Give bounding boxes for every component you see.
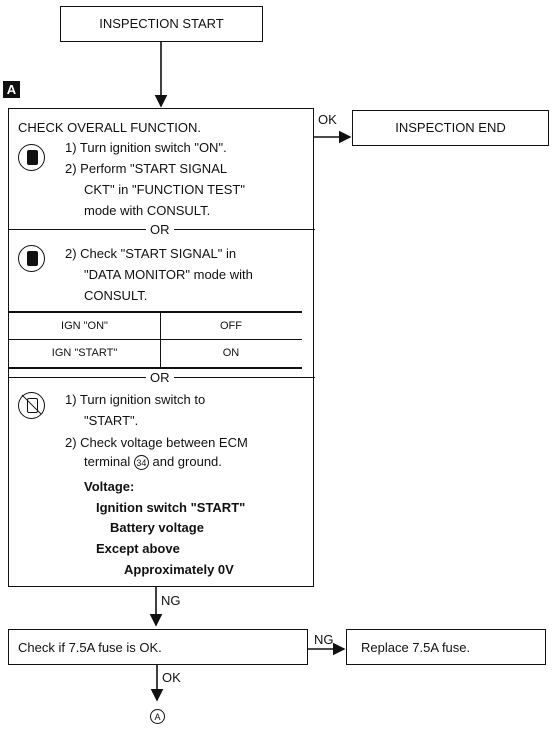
- or-label-2: OR: [146, 371, 174, 384]
- terminal-pre: terminal: [84, 454, 131, 469]
- next-ref-marker: A: [150, 709, 165, 724]
- or-label-1: OR: [146, 223, 174, 236]
- table-top-line: [9, 311, 302, 313]
- main-title: CHECK OVERALL FUNCTION.: [18, 120, 201, 135]
- terminal-post: and ground.: [152, 454, 222, 469]
- sec3-line-1: 1) Turn ignition switch to: [65, 392, 206, 407]
- sec2-line-2: "DATA MONITOR" mode with: [84, 267, 253, 282]
- fuse-check-box: Check if 7.5A fuse is OK.: [8, 629, 308, 665]
- inspection-start-box: INSPECTION START: [60, 6, 263, 42]
- cond-2: Except above: [96, 541, 180, 556]
- fuse-replace-label: Replace 7.5A fuse.: [361, 640, 471, 655]
- cond-1: Ignition switch "START": [96, 500, 246, 515]
- ng-label-2: NG: [314, 632, 334, 647]
- sec1-line-4: mode with CONSULT.: [84, 203, 211, 218]
- table-mid-line: [9, 339, 302, 340]
- voltage-label: Voltage:: [84, 479, 135, 494]
- fuse-check-label: Check if 7.5A fuse is OK.: [18, 640, 162, 655]
- sec1-line-2: 2) Perform "START SIGNAL: [65, 161, 228, 176]
- step-tag-a: A: [3, 81, 20, 98]
- inspection-end-box: INSPECTION END: [352, 110, 549, 146]
- table-row-1-value: OFF: [220, 320, 242, 332]
- ng-label-1: NG: [161, 593, 181, 608]
- ok-label-end: OK: [318, 112, 337, 127]
- fuse-replace-box: Replace 7.5A fuse.: [346, 629, 546, 665]
- val-1: Battery voltage: [110, 520, 204, 535]
- check-overall-function-box: CHECK OVERALL FUNCTION. 1) Turn ignition…: [8, 108, 315, 587]
- table-row-1-cond: IGN "ON": [61, 320, 108, 332]
- table-row-2-value: ON: [222, 347, 240, 359]
- inspection-end-label: INSPECTION END: [395, 120, 506, 135]
- val-2: Approximately 0V: [124, 562, 234, 577]
- table-bottom-line: [9, 367, 302, 369]
- sec3-line-2: "START".: [84, 413, 139, 428]
- sec1-line-1: 1) Turn ignition switch "ON".: [65, 140, 227, 155]
- consult-icon-2: [18, 245, 45, 272]
- consult-icon: [18, 144, 45, 171]
- sec3-line-3: 2) Check voltage between ECM: [65, 435, 248, 450]
- table-col-divider: [160, 312, 161, 367]
- table-row-2-cond: IGN "START": [51, 347, 118, 359]
- sec1-line-3: CKT" in "FUNCTION TEST": [84, 182, 245, 197]
- no-consult-icon: [18, 392, 45, 419]
- sec2-line-3: CONSULT.: [84, 288, 148, 303]
- terminal-line: terminal 34 and ground.: [84, 454, 222, 471]
- inspection-start-label: INSPECTION START: [99, 16, 224, 31]
- ok-label-next: OK: [162, 670, 181, 685]
- terminal-number: 34: [133, 455, 149, 471]
- sec2-line-1: 2) Check "START SIGNAL" in: [65, 246, 237, 261]
